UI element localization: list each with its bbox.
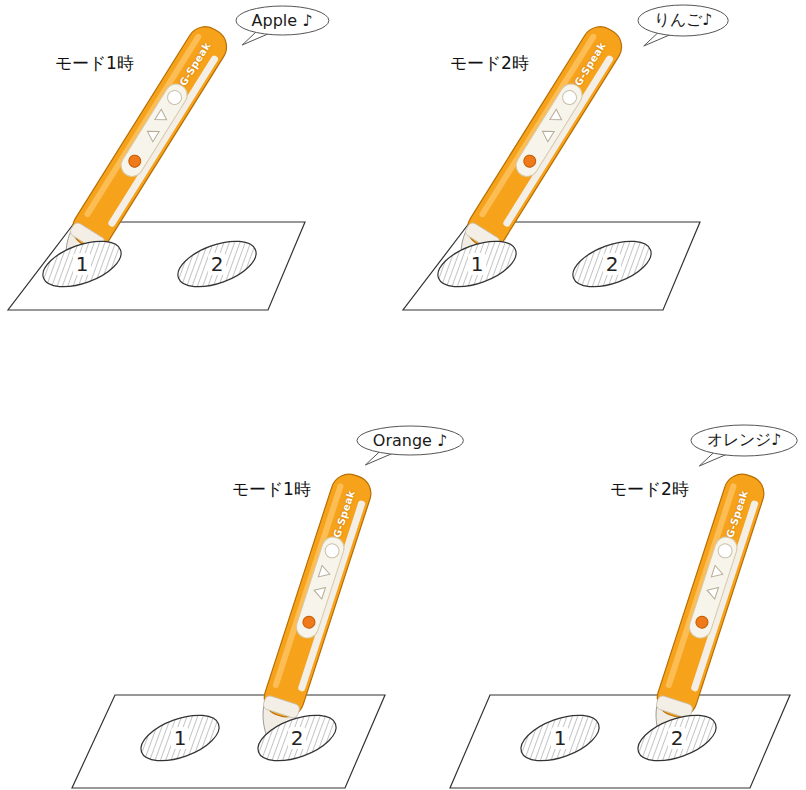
node-text: 2 [208, 253, 227, 275]
mode-label: モード2時 [450, 52, 529, 75]
touch-pens [51, 20, 769, 748]
node-text: 2 [668, 727, 687, 749]
mode-label: モード1時 [232, 478, 311, 501]
node-text: Orange ♪ [373, 431, 447, 450]
mode-label: モード1時 [55, 52, 134, 75]
touch-area: 2 [631, 713, 723, 763]
touch-area: 2 [566, 239, 658, 289]
touch-area: 1 [514, 713, 606, 763]
node-text: 1 [171, 727, 190, 749]
pen-logo: G-Speak [572, 40, 607, 87]
paper-sheets [8, 222, 790, 788]
mode-label: モード2時 [610, 478, 689, 501]
node-text: 2 [288, 727, 307, 749]
node-text: Apple ♪ [252, 11, 313, 30]
touch-area: 2 [171, 239, 263, 289]
node-text: 1 [73, 253, 92, 275]
pen-logo: G-Speak [177, 40, 212, 87]
pen-logo: G-Speak [724, 489, 750, 539]
node-text: 2 [603, 253, 622, 275]
speech-bubble: オレンジ♪ [690, 424, 798, 457]
speech-bubble: Orange ♪ [356, 425, 464, 456]
pen-logo: G-Speak [331, 489, 357, 539]
node-text: りんご♪ [654, 10, 712, 31]
touch-area: 1 [36, 239, 128, 289]
node-text: 1 [551, 727, 570, 749]
touch-area: 1 [134, 713, 226, 763]
node-text: 1 [468, 253, 487, 275]
speech-bubble: りんご♪ [637, 4, 729, 37]
speech-bubble: Apple ♪ [235, 5, 330, 36]
node-text: オレンジ♪ [707, 430, 781, 451]
touch-area: 2 [251, 713, 343, 763]
touch-area: 1 [431, 239, 523, 289]
